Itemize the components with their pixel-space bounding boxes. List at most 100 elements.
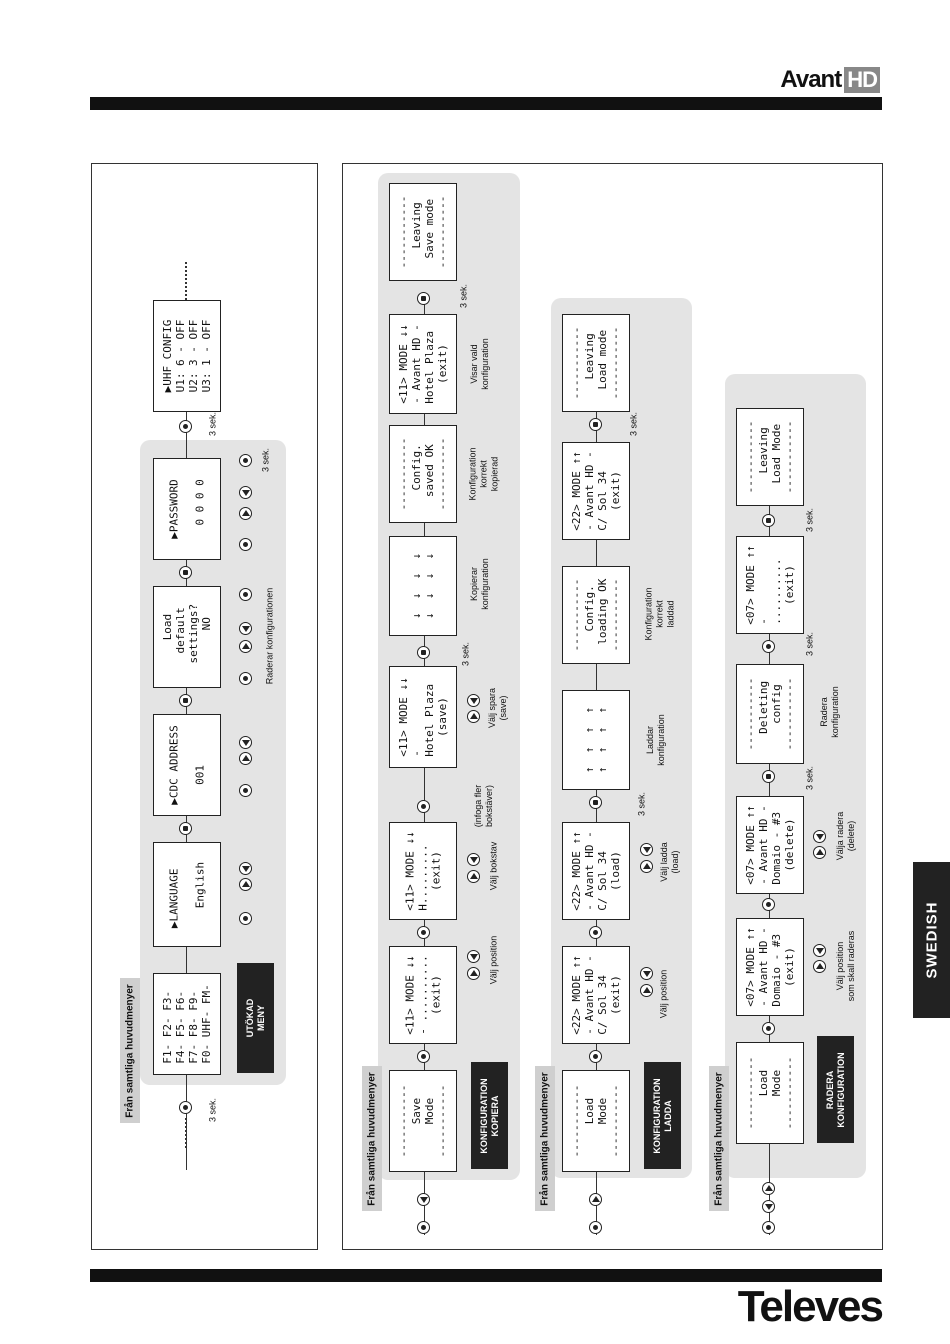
caption: Välj position — [658, 969, 669, 1019]
time-label: 3 sek. — [628, 411, 639, 437]
ok-button-icon — [239, 454, 252, 467]
ok-button-icon — [417, 800, 430, 813]
time-label: 3 sek. — [458, 283, 469, 309]
ok-button-icon — [589, 926, 602, 939]
lcd-load-select-position: <22> MODE ↑↑ - Avant HD - C/ Sol 34 (exi… — [562, 946, 630, 1044]
lcd-load-mode: ----------- Load Mode ----------- — [562, 1070, 630, 1172]
lcd-leaving-load: ----------- Leaving Load mode ----------… — [562, 314, 630, 412]
stop-button-icon — [762, 770, 775, 783]
lcd-delete-select-position: <07> MODE ↑↑ - Avant HD - Domaio - #3 (e… — [736, 918, 804, 1016]
delete-config-label: RADERA KONFIGURATION — [817, 1036, 854, 1143]
time-label: 3 sek. — [260, 447, 271, 473]
lcd-deleted-slot: <07> MODE ↑↑ - .......... (exit) — [736, 536, 804, 634]
lcd-loading: ↑ ↑ ↑ ↑ ↑ ↑ ↑ ↑ — [562, 690, 630, 790]
down-arrow-icon — [239, 486, 252, 499]
down-arrow-icon — [813, 944, 826, 957]
lcd-language: ▶LANGUAGE English — [153, 842, 221, 947]
lcd-delete-load-mode: ----------- Load Mode ----------- — [736, 1042, 804, 1144]
lcd-load-defaults: Load default settings? NO — [153, 586, 221, 688]
caption: Välj ladda (load) — [659, 842, 680, 882]
up-arrow-icon — [640, 860, 653, 873]
ok-button-icon — [239, 538, 252, 551]
lcd-leaving-save: ----------- Leaving Save mode ----------… — [389, 183, 457, 281]
time-label: 3 sek. — [804, 765, 815, 791]
televes-logo: Televes — [737, 1282, 884, 1331]
ok-button-icon — [417, 926, 430, 939]
lcd-save-select-position: <11> MODE ↓↓ - .......... (exit) — [389, 946, 457, 1044]
up-arrow-icon — [467, 870, 480, 883]
lcd-save-mode: ----------- Save Mode ----------- — [389, 1070, 457, 1172]
ok-button-icon — [239, 672, 252, 685]
down-arrow-icon — [239, 622, 252, 635]
stop-button-icon — [179, 566, 192, 579]
stop-button-icon — [589, 418, 602, 431]
lcd-deleting: ----------- Deleting config ----------- — [736, 664, 804, 764]
up-arrow-icon — [239, 640, 252, 653]
ok-button-icon — [179, 1101, 192, 1114]
up-arrow-icon — [813, 846, 826, 859]
caption: Välj position — [488, 935, 499, 985]
caption: Välj spara (save) — [487, 687, 508, 729]
language-label: SWEDISH — [923, 901, 940, 979]
lcd-copying: ↓ ↓ ↓ ↓ ↓ ↓ ↓ ↓ — [389, 536, 457, 636]
up-arrow-icon — [762, 1182, 775, 1195]
from-main-menus-callout-left: Från samtliga huvudmenyer — [120, 978, 140, 1123]
up-arrow-icon — [813, 960, 826, 973]
language-tab: SWEDISH — [913, 862, 950, 1018]
time-label: 3 sek. — [207, 411, 218, 437]
time-label: 3 sek. — [636, 791, 647, 817]
time-label: 3 sek. — [207, 1097, 218, 1123]
from-main-menus-callout-save: Från samtliga huvudmenyer — [362, 1066, 382, 1211]
ok-button-icon — [762, 640, 775, 653]
caption: Konfiguration korrekt laddad — [643, 587, 676, 641]
up-arrow-icon — [239, 507, 252, 520]
lcd-uhf-config: ▶UHF CONFIG U1: 6 - OFF U2: 3 - OFF U3: … — [153, 300, 221, 412]
ok-button-icon — [179, 420, 192, 433]
lcd-cdc-address: ▶CDC ADDRESS 001 — [153, 714, 221, 816]
lcd-load-select-load: <22> MODE ↑↑ - Avant HD - C/ Sol 34 (loa… — [562, 822, 630, 920]
up-arrow-icon — [239, 878, 252, 891]
caption: Kopierar konfiguration — [469, 558, 490, 610]
caption: Välj position som skall raderas — [835, 930, 856, 1002]
down-arrow-icon — [467, 950, 480, 963]
down-arrow-icon — [813, 830, 826, 843]
stop-button-icon — [417, 646, 430, 659]
ok-button-icon — [762, 1022, 775, 1035]
logo-hd: HD — [844, 67, 880, 93]
extended-menu-label: UTÖKAD MENY — [237, 963, 274, 1073]
lcd-config-loaded: ----------- Config. loading OK ---------… — [562, 566, 630, 664]
lcd-password: ▶PASSWORD 0 0 0 0 — [153, 458, 221, 560]
ok-button-icon — [239, 912, 252, 925]
up-arrow-icon — [640, 984, 653, 997]
ok-button-icon — [417, 1050, 430, 1063]
caption: Välja radera (delete) — [835, 811, 856, 861]
caption: Laddar konfiguration — [645, 714, 666, 766]
stop-button-icon — [589, 796, 602, 809]
caption: Välj bokstav — [488, 841, 499, 891]
ok-button-icon — [762, 898, 775, 911]
lcd-delete-select-delete: <07> MODE ↑↑ - Avant HD - Domaio - #3 (d… — [736, 796, 804, 894]
up-arrow-icon — [467, 967, 480, 980]
down-arrow-icon — [239, 862, 252, 875]
down-arrow-icon — [417, 1193, 430, 1206]
time-label: 3 sek. — [804, 631, 815, 657]
from-main-menus-callout-load: Från samtliga huvudmenyer — [535, 1066, 555, 1211]
down-arrow-icon — [467, 853, 480, 866]
stop-button-icon — [417, 292, 430, 305]
time-label: 3 sek. — [804, 507, 815, 533]
lcd-function-keys: F1- F2- F3- F4- F5- F6- F7- F8- F9- F0- … — [153, 973, 221, 1075]
lcd-save-select-save: <11> MODE ↓↓ - Hotel Plaza (save) — [389, 666, 457, 768]
down-arrow-icon — [467, 694, 480, 707]
header-rule — [90, 97, 882, 110]
ok-button-icon — [589, 1050, 602, 1063]
caption: Konfiguration korrekt kopierad — [467, 447, 500, 501]
lcd-leaving-delete: ----------- Leaving Load Mode ----------… — [736, 408, 804, 506]
caption: Visar vald konfiguration — [469, 338, 490, 390]
ok-button-icon — [762, 1221, 775, 1234]
copy-config-label: KONFIGURATION KOPIERA — [471, 1062, 508, 1169]
down-arrow-icon — [640, 843, 653, 856]
down-arrow-icon — [640, 967, 653, 980]
caption: (infoga fler bokstäver) — [473, 784, 494, 828]
reset-caption: Raderar konfigurationen — [264, 587, 275, 685]
